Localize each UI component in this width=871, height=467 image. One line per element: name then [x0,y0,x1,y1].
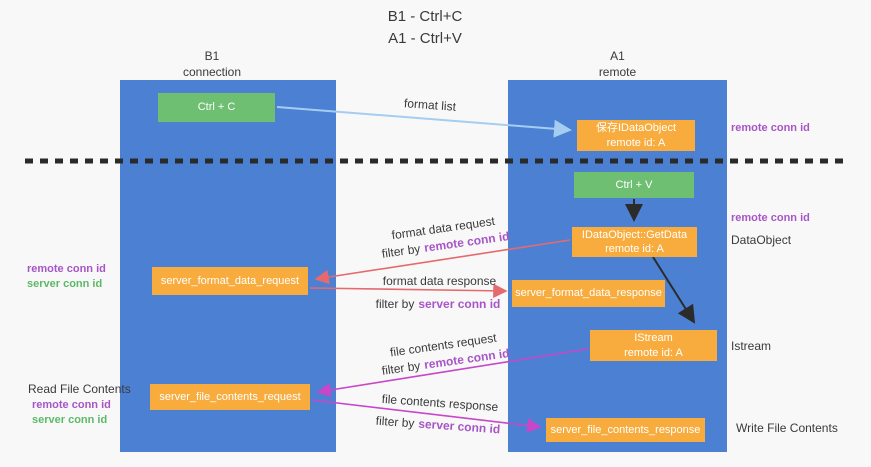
remote-conn-id-label-left-2: remote conn id [32,399,111,411]
getdata-line1: IDataObject::GetData [581,228,688,241]
saved-dataobject-node: 保存IDataObject remote id: A [577,120,695,151]
server-format-data-request-node: server_format_data_request [152,267,308,295]
file-contents-request-arrow [316,348,589,398]
diagram-title: B1 - Ctrl+C A1 - Ctrl+V [0,6,850,50]
remote-conn-id-label-mid-right: remote conn id [731,212,810,224]
remote-conn-id-label-top-right: remote conn id [731,122,810,134]
read-file-contents-label: Read File Contents [28,382,131,396]
lane-header-a1-remote: A1 remote [508,48,727,80]
file-contents-response-arrow [311,399,542,433]
server-format-data-response-label: server_format_data_response [515,287,662,300]
dataobject-label: DataObject [731,233,792,247]
title-line2: A1 - Ctrl+V [388,29,462,47]
istream-line1: IStream [634,332,673,345]
lane-header-b1-connection: B1 connection [104,48,320,80]
istream-node: IStream remote id: A [590,330,717,361]
filter-by-text-4: filter by [375,413,415,431]
server-format-data-response-node: server_format_data_response [512,280,665,307]
server-conn-id-label-left-1: server conn id [27,278,103,290]
saved-dataobject-line1: 保存IDataObject [595,122,677,135]
istream-label: Istream [731,339,772,353]
format-data-response-label: format data response [382,274,497,288]
ctrl-v-label: Ctrl + V [615,178,653,191]
server-file-contents-response-label: server_file_contents_response [550,423,701,436]
getdata-line2: remote id: A [605,243,664,255]
server-conn-id-text-1: server conn id [418,297,501,311]
lane-left-title: B1 [204,49,220,63]
istream-line2: remote id: A [624,346,683,359]
filter-by-text-2: filter by [375,297,415,311]
lane-left-subtitle: connection [182,65,242,80]
server-format-data-request-label: server_format_data_request [160,274,300,287]
server-file-contents-request-label: server_file_contents_request [159,390,301,403]
ctrl-c-node: Ctrl + C [158,93,275,122]
lane-right-title: A1 [610,49,625,63]
title-line1: B1 - Ctrl+C [387,8,463,25]
getdata-node: IDataObject::GetData remote id: A [572,227,697,257]
filter-by-text-1: filter by [380,241,422,261]
format-list-arrow [276,106,572,138]
server-file-contents-response-node: server_file_contents_response [546,418,705,442]
ctrl-v-node: Ctrl + V [574,172,694,198]
write-file-contents-label: Write File Contents [736,421,838,435]
filter-by-text-3: filter by [380,358,422,378]
server-conn-id-label-left-2: server conn id [32,414,108,426]
remote-conn-id-label-left-1: remote conn id [27,263,106,275]
saved-dataobject-line2: remote id: A [606,136,666,149]
format-data-request-arrow [314,239,571,285]
lane-right-subtitle: remote [598,65,637,80]
getdata-to-istream-arrow [652,256,696,324]
server-file-contents-request-node: server_file_contents_request [150,384,310,410]
format-data-response-arrow [309,283,508,299]
ctrl-c-label: Ctrl + C [197,101,236,114]
